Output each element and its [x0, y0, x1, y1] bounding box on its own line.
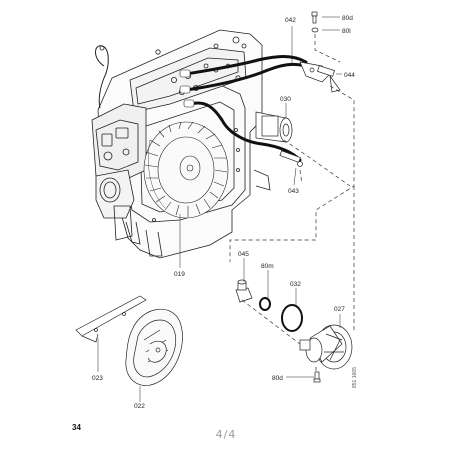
callout-043: 043: [288, 188, 299, 195]
callout-80l: 80l: [342, 28, 351, 35]
screw-80d-top: [311, 11, 318, 24]
callout-023: 023: [92, 375, 103, 382]
callout-045: 045: [238, 251, 249, 258]
document-code: 851 1665: [352, 367, 358, 388]
electrode-043: [279, 150, 303, 167]
callout-032: 032: [290, 281, 301, 288]
callout-042: 042: [285, 17, 296, 24]
damper-plate-022: [125, 308, 183, 386]
washer-80l: [311, 27, 319, 33]
callout-80m: 80m: [261, 263, 274, 270]
page-indicator: 4/4: [215, 428, 237, 441]
part-045: [235, 279, 253, 303]
ignition-cables: [184, 55, 318, 162]
ignition-electrode-044: [299, 61, 341, 93]
gasket-032: [281, 304, 303, 332]
photo-cell-030: [255, 111, 293, 143]
callout-030: 030: [280, 96, 291, 103]
cable-sleeves: [179, 69, 195, 108]
o-ring-80m: [259, 297, 271, 311]
fan-wheel: [143, 121, 229, 219]
callout-80d-bottom: 80d: [272, 375, 283, 382]
assembly-lines: [229, 34, 355, 371]
callout-044: 044: [344, 72, 355, 79]
callout-019: 019: [174, 271, 185, 278]
bracket-023: [75, 295, 147, 343]
leader-lines: [97, 16, 342, 402]
burner-head-027: [299, 324, 353, 370]
callout-022: 022: [134, 403, 145, 410]
page-number: 34: [72, 423, 81, 432]
screw-80d-bottom: [313, 371, 321, 383]
callout-80d-top: 80d: [342, 15, 353, 22]
callout-027: 027: [334, 306, 345, 313]
